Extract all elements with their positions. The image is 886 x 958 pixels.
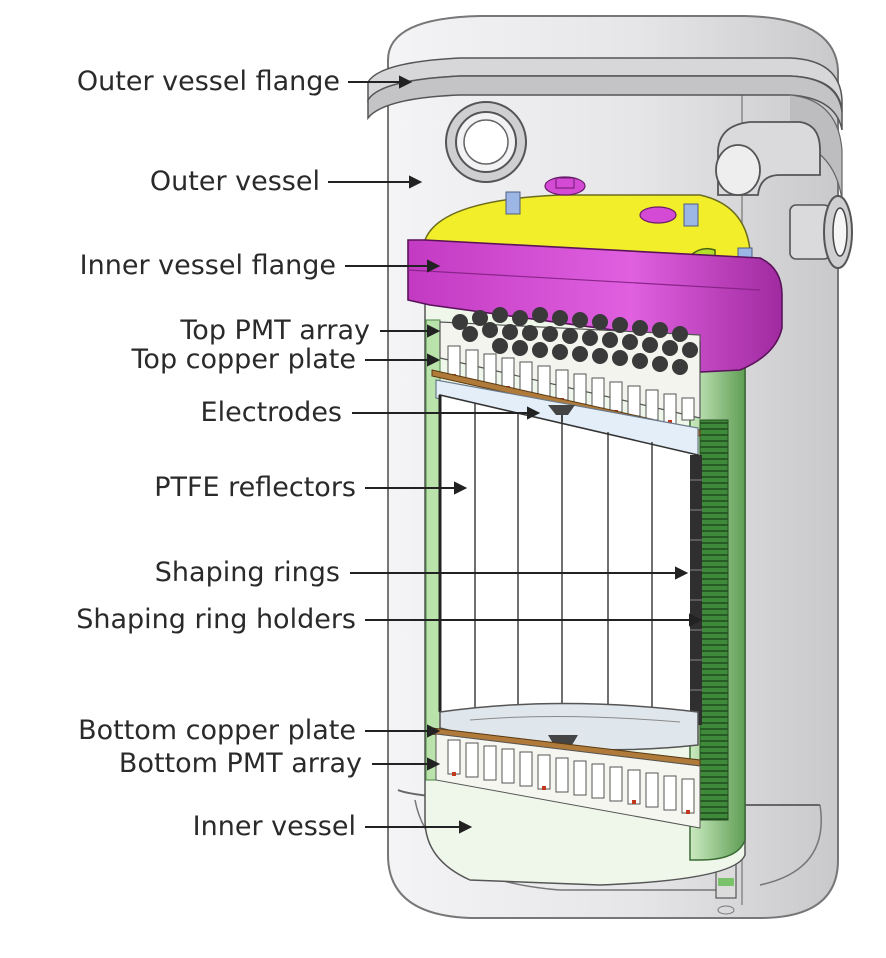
leader-inner-vessel [365,820,473,834]
label-top-copper-plate: Top copper plate [131,344,356,375]
leader-lines [328,75,703,834]
label-bottom-pmt-array: Bottom PMT array [118,748,362,779]
leader-shaping-rings [350,566,689,580]
label-shaping-ring-holders: Shaping ring holders [76,604,356,635]
ptfe-reflectors-shape [438,394,702,725]
label-shaping-rings: Shaping rings [154,557,340,588]
leader-ptfe-reflectors [365,481,468,495]
label-outer-vessel: Outer vessel [149,166,320,197]
label-ptfe-reflectors: PTFE reflectors [154,472,356,503]
label-inner-vessel-flange: Inner vessel flange [79,250,336,281]
leader-outer-vessel-flange [348,75,413,89]
label-bottom-copper-plate: Bottom copper plate [78,715,356,746]
label-top-pmt-array: Top PMT array [180,315,370,346]
label-electrodes: Electrodes [200,397,342,428]
leader-inner-vessel-flange [345,259,441,273]
leader-outer-vessel [328,175,423,189]
bottom-pmt-array-shape [435,733,701,829]
leader-bottom-pmt-array [372,757,441,771]
electrodes-shape [435,379,699,457]
leader-electrodes [352,406,541,420]
leader-bottom-copper-plate [365,724,441,738]
outer-vessel-top-port [445,101,527,183]
leader-top-pmt-array [380,324,441,338]
label-outer-vessel-flange: Outer vessel flange [76,66,340,97]
bottom-copper-plate-shape [431,702,701,767]
outer-vessel-side-port [789,195,853,269]
leader-top-copper-plate [365,353,441,367]
leader-shaping-ring-holders [365,613,703,627]
outer-vessel-side-pipe [715,121,821,196]
label-inner-vessel: Inner vessel [192,811,356,842]
